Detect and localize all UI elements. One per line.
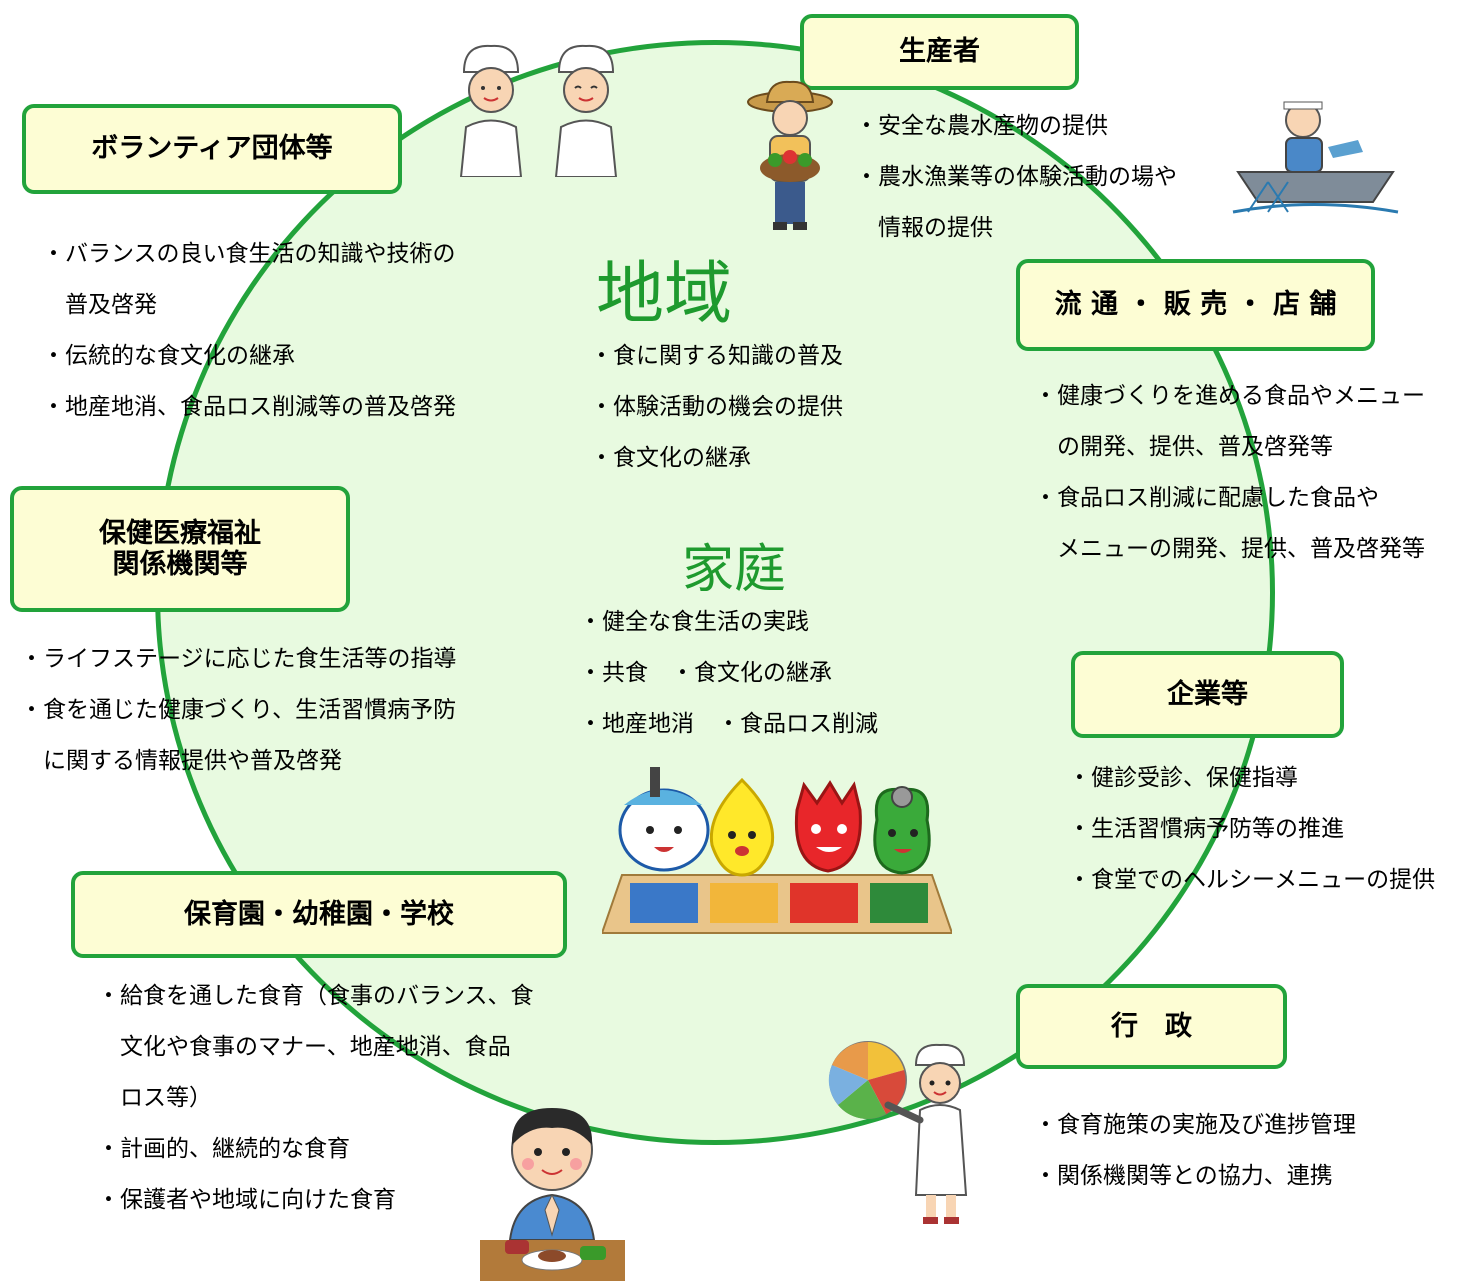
list-item: ・農水漁業等の体験活動の場や bbox=[855, 164, 1177, 190]
list-item: ・食品ロス削減に配慮した食品や bbox=[1034, 485, 1379, 511]
companies-label: 企業等 bbox=[1167, 678, 1248, 710]
schools-label: 保育園・幼稚園・学校 bbox=[184, 898, 454, 930]
list-item: ・給食を通した食育（食事のバランス、食 bbox=[97, 983, 534, 1009]
list-item: ・関係機関等との協力、連携 bbox=[1034, 1163, 1333, 1189]
companies-list: ・健診受診、保健指導 ・生活習慣病予防等の推進 ・食堂でのヘルシーメニューの提供 bbox=[1068, 753, 1435, 906]
nutritionist-icon bbox=[828, 1041, 968, 1224]
region-list: ・食に関する知識の普及 ・体験活動の機会の提供 ・食文化の継承 bbox=[590, 331, 843, 484]
list-item: ・地産地消、食品ロス削減等の普及啓発 bbox=[42, 394, 456, 420]
list-item: ・保護者や地域に向けた食育 bbox=[97, 1187, 396, 1213]
list-item: の開発、提供、普及啓発等 bbox=[1034, 434, 1333, 460]
list-item: ・地産地消 ・食品ロス削減 bbox=[579, 711, 878, 737]
schools-box: 保育園・幼稚園・学校 bbox=[71, 871, 567, 958]
schools-list: ・給食を通した食育（食事のバランス、食 文化や食事のマナー、地産地消、食品 ロス… bbox=[97, 971, 534, 1226]
health-box: 保健医療福祉 関係機関等 bbox=[10, 486, 350, 612]
health-label-line1: 保健医療福祉 bbox=[99, 517, 261, 549]
list-item: ロス等） bbox=[97, 1085, 212, 1111]
list-item: ・食に関する知識の普及 bbox=[590, 343, 843, 369]
list-item: ・バランスの良い食生活の知識や技術の bbox=[42, 241, 456, 267]
region-title: 地域 bbox=[596, 255, 733, 334]
volunteers-box: ボランティア団体等 bbox=[22, 104, 402, 194]
list-item: ・伝統的な食文化の継承 bbox=[42, 343, 295, 369]
government-label: 行 政 bbox=[1111, 1010, 1192, 1042]
producers-list: ・安全な農水産物の提供 ・農水漁業等の体験活動の場や 情報の提供 bbox=[855, 101, 1177, 254]
companies-box: 企業等 bbox=[1071, 651, 1344, 738]
list-item: ・食を通じた健康づくり、生活習慣病予防 bbox=[20, 697, 457, 723]
list-item: メニューの開発、提供、普及啓発等 bbox=[1034, 536, 1425, 562]
list-item: ・安全な農水産物の提供 bbox=[855, 113, 1108, 139]
producers-box: 生産者 bbox=[800, 14, 1079, 90]
government-box: 行 政 bbox=[1016, 984, 1287, 1069]
health-list: ・ライフステージに応じた食生活等の指導 ・食を通じた健康づくり、生活習慣病予防 … bbox=[20, 634, 457, 787]
health-label-line2: 関係機関等 bbox=[112, 549, 248, 580]
list-item: 文化や食事のマナー、地産地消、食品 bbox=[97, 1034, 511, 1060]
list-item: ・健全な食生活の実践 bbox=[579, 609, 809, 635]
list-item: ・生活習慣病予防等の推進 bbox=[1068, 816, 1344, 842]
list-item: 普及啓発 bbox=[42, 292, 157, 318]
list-item: ・健診受診、保健指導 bbox=[1068, 765, 1298, 791]
mascots-icon bbox=[602, 767, 952, 934]
home-list: ・健全な食生活の実践 ・共食 ・食文化の継承 ・地産地消 ・食品ロス削減 bbox=[579, 597, 878, 750]
cooks-icon bbox=[459, 44, 618, 177]
list-item: 情報の提供 bbox=[855, 215, 993, 241]
volunteers-label: ボランティア団体等 bbox=[91, 133, 333, 165]
list-item: ・健康づくりを進める食品やメニュー bbox=[1034, 383, 1425, 409]
distribution-list: ・健康づくりを進める食品やメニュー の開発、提供、普及啓発等 ・食品ロス削減に配… bbox=[1034, 371, 1425, 575]
list-item: ・食文化の継承 bbox=[590, 445, 751, 471]
distribution-label: 流 通 ・ 販 売 ・ 店 舗 bbox=[1054, 289, 1337, 321]
volunteers-list: ・バランスの良い食生活の知識や技術の 普及啓発 ・伝統的な食文化の継承 ・地産地… bbox=[42, 229, 456, 433]
list-item: ・共食 ・食文化の継承 bbox=[579, 660, 832, 686]
fisherman-icon bbox=[1232, 101, 1399, 214]
home-title: 家庭 bbox=[682, 540, 787, 600]
list-item: ・ライフステージに応じた食生活等の指導 bbox=[20, 646, 457, 672]
list-item: ・食育施策の実施及び進捗管理 bbox=[1034, 1112, 1356, 1138]
child-eating-icon bbox=[480, 1108, 625, 1281]
list-item: ・計画的、継続的な食育 bbox=[97, 1136, 350, 1162]
producers-label: 生産者 bbox=[899, 36, 980, 68]
list-item: ・食堂でのヘルシーメニューの提供 bbox=[1068, 867, 1436, 893]
distribution-box: 流 通 ・ 販 売 ・ 店 舗 bbox=[1016, 259, 1375, 351]
list-item: ・体験活動の機会の提供 bbox=[590, 394, 843, 420]
farmer-icon bbox=[747, 80, 833, 230]
government-list: ・食育施策の実施及び進捗管理 ・関係機関等との協力、連携 bbox=[1034, 1100, 1356, 1202]
list-item: に関する情報提供や普及啓発 bbox=[20, 748, 342, 774]
